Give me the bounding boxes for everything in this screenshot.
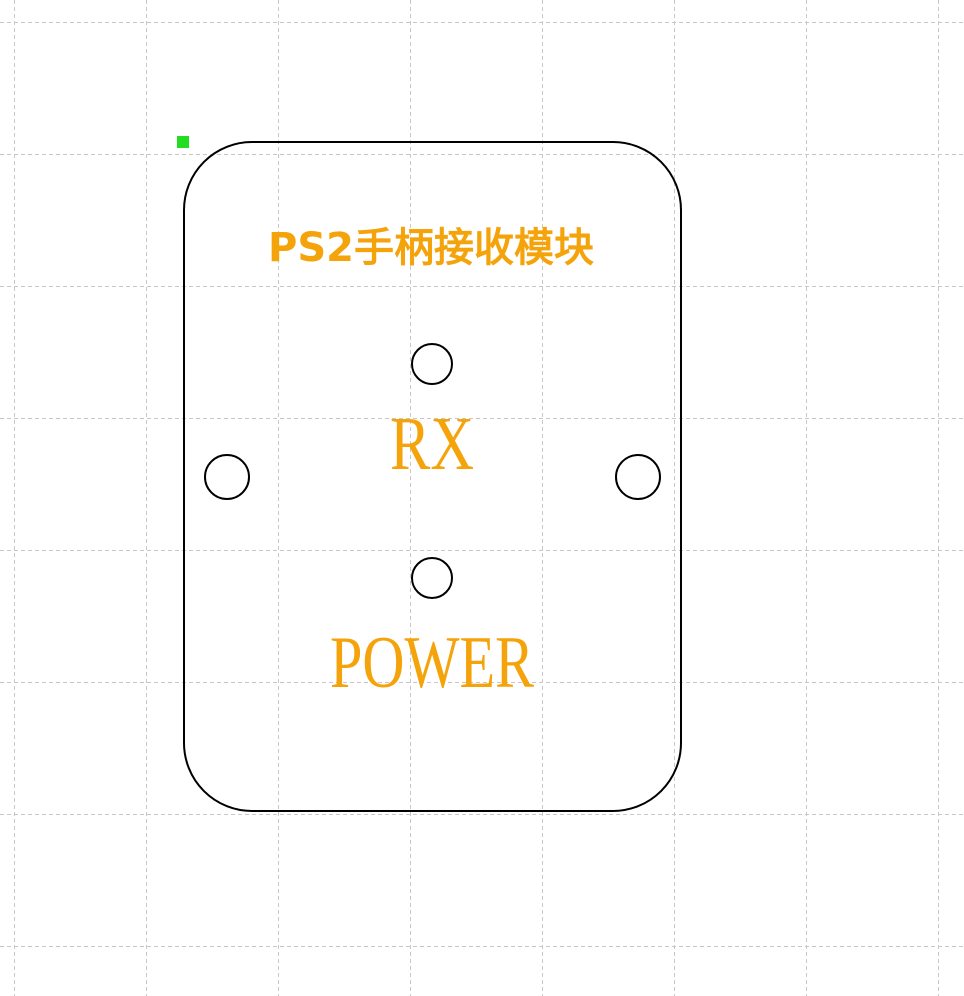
mounting-hole-top[interactable] bbox=[411, 343, 453, 385]
power-label[interactable]: POWER bbox=[330, 622, 535, 704]
rx-label[interactable]: RX bbox=[390, 402, 474, 486]
board-title[interactable]: PS2手柄接收模块 bbox=[268, 225, 594, 271]
board-outline[interactable] bbox=[183, 141, 682, 812]
mounting-hole-right[interactable] bbox=[615, 454, 661, 500]
origin-marker[interactable] bbox=[177, 136, 189, 148]
mounting-hole-bottom[interactable] bbox=[411, 557, 453, 599]
mounting-hole-left[interactable] bbox=[204, 454, 250, 500]
